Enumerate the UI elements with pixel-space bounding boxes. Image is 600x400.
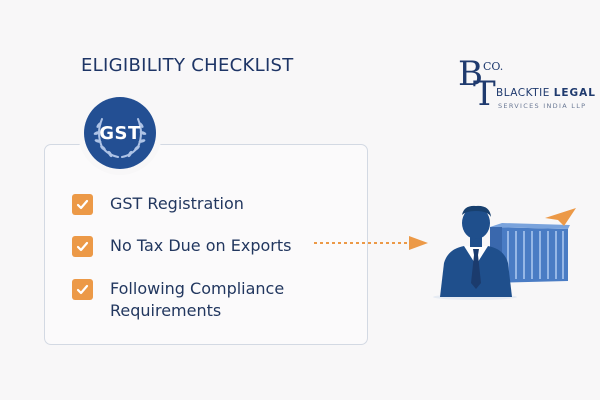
checklist-item-label: Following Compliance Requirements (110, 278, 284, 322)
dotted-arrow-icon (314, 236, 428, 250)
page-title: ELIGIBILITY CHECKLIST (81, 55, 294, 76)
businessman-icon (440, 205, 512, 297)
checklist-item-label: No Tax Due on Exports (110, 236, 292, 255)
paper-plane-icon (545, 208, 576, 226)
logo-monogram-co: CO. (483, 60, 504, 73)
checklist-item: Following Compliance Requirements (72, 278, 284, 322)
logo-monogram-t: T (473, 74, 496, 114)
checkbox-checked-icon[interactable] (72, 194, 93, 215)
checkbox-checked-icon[interactable] (72, 236, 93, 257)
checklist-item-label: GST Registration (110, 194, 244, 213)
logo-name-bold: LEGAL (553, 87, 596, 99)
logo-name-light: BLACKTIE (496, 87, 550, 99)
company-logo: B T CO. BLACKTIE LEGAL SERVICES INDIA LL… (458, 54, 598, 114)
logo-monogram-b: B (458, 54, 483, 94)
checklist-item-label-line1: Following Compliance (110, 279, 285, 298)
logo-company-name: BLACKTIE LEGAL (496, 87, 596, 99)
export-illustration (433, 205, 576, 300)
logo-subtitle: SERVICES INDIA LLP (498, 102, 587, 110)
checklist-item-label-line2: Requirements (110, 301, 222, 320)
checkbox-checked-icon[interactable] (72, 279, 93, 300)
checklist-panel (44, 144, 368, 345)
laurel-wreath-icon (93, 118, 147, 158)
gst-badge: GST (84, 97, 156, 169)
checklist-item: GST Registration (72, 193, 244, 215)
checklist-item: No Tax Due on Exports (72, 235, 291, 257)
badge-label: GST (99, 122, 141, 144)
